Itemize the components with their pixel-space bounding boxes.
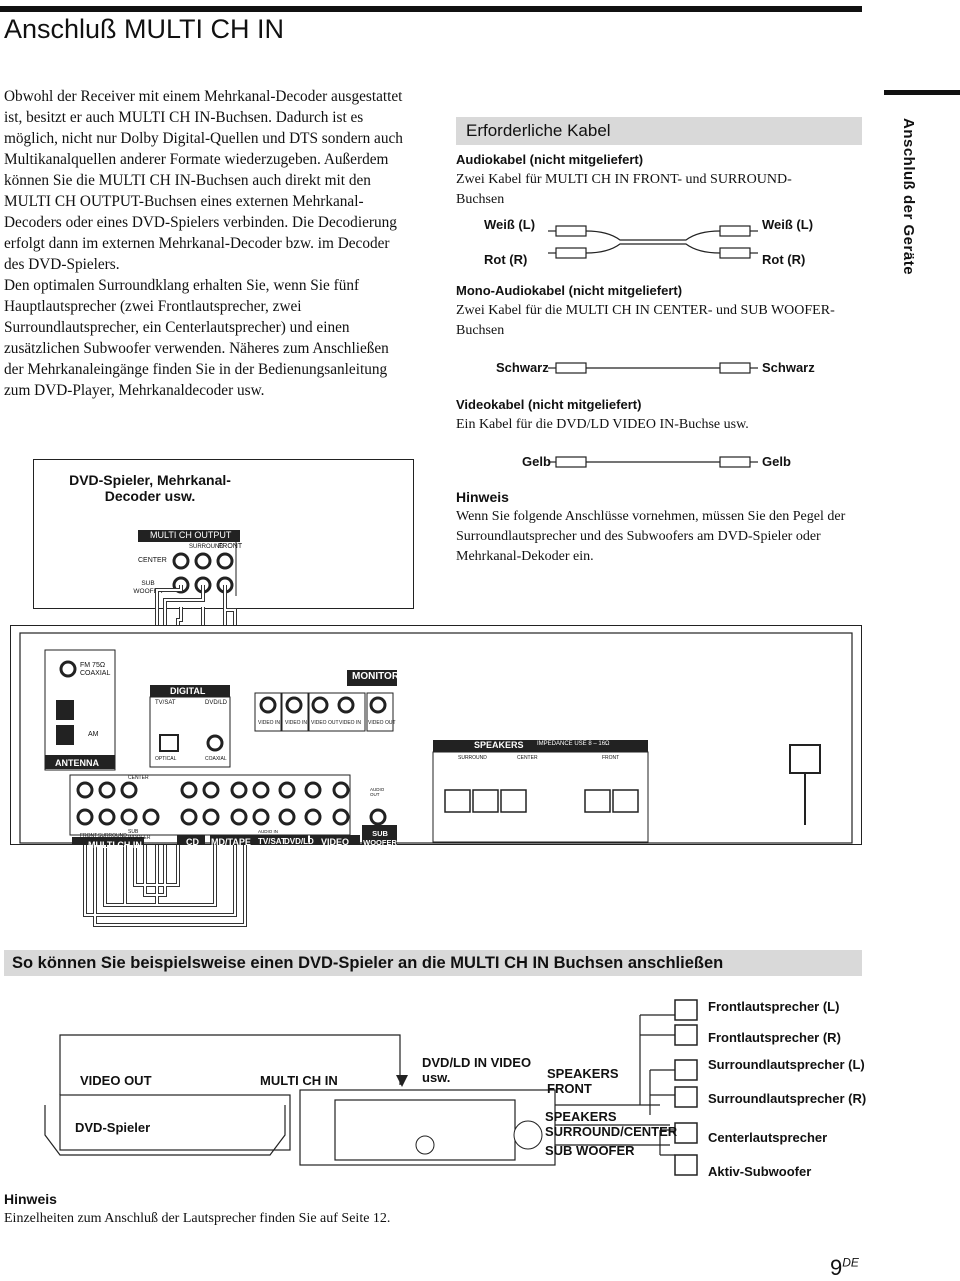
intro-paragraph-2: Den optimalen Surroundklang erhalten Sie… (4, 277, 389, 399)
mono-black-right-label: Schwarz (762, 360, 815, 375)
spk-surround-r: Surroundlautsprecher (R) (708, 1091, 867, 1106)
audio-red-left-label: Rot (R) (484, 252, 528, 267)
hinweis-2-text: Einzelheiten zum Anschluß der Lautsprech… (4, 1211, 391, 1226)
audio-cable-desc: Zwei Kabel für MULTI CH IN FRONT- und SU… (456, 172, 792, 207)
dvdld-label: DVD/LD (205, 700, 228, 706)
dvd-ld-label: DVD/LD (284, 837, 314, 846)
side-tab: Anschluß der Geräte (900, 118, 917, 276)
tv-sat-label: TV/SAT (258, 837, 286, 846)
dvd-front-label: FRONT (218, 543, 243, 550)
spk-front-label: FRONT (602, 755, 620, 761)
example-sub-woofer: SUB WOOFER (545, 1143, 635, 1158)
audio-out-label: AUDIO OUT (370, 787, 385, 797)
video-in-label-2: VIDEO IN (285, 720, 307, 726)
cd-label: CD (186, 837, 199, 847)
dvd-box-title: DVD-Spieler, Mehrkanal-Decoder usw. (69, 472, 231, 504)
optical-label: OPTICAL (155, 756, 177, 762)
audio-cable-heading: Audiokabel (nicht mitgeliefert) (456, 152, 644, 167)
mono-cable-heading: Mono-Audiokabel (nicht mitgeliefert) (456, 283, 683, 298)
example-multi-ch-in-label: MULTI CH IN (260, 1073, 338, 1088)
top-rule (0, 6, 862, 12)
cables-title: Erforderliche Kabel (456, 117, 862, 145)
hinweis-1-heading: Hinweis (456, 489, 509, 505)
hinweis-1-text: Wenn Sie folgende Anschlüsse vornehmen, … (456, 509, 846, 564)
fm-label: FM 75Ω COAXIAL (80, 662, 111, 677)
mono-cable-illustration (548, 362, 758, 374)
multi-ch-output-label: MULTI CH OUTPUT (150, 530, 232, 540)
video-label: VIDEO (321, 837, 350, 847)
video-out-label: VIDEO OUT (311, 720, 339, 726)
multi-ch-in-label: MULTI CH IN (88, 840, 142, 850)
example-dvd-player-label: DVD-Spieler (75, 1120, 151, 1135)
spk-front-r: Frontlautsprecher (R) (708, 1030, 841, 1045)
video-yellow-right-label: Gelb (762, 454, 791, 469)
dvd-sub-label: SUB WOOFER (133, 580, 163, 595)
example-speakers-surround: SPEAKERS SURROUND/CENTER (545, 1109, 678, 1139)
md-tape-label: MD/TAPE (211, 837, 251, 847)
page-number-value: 9 (830, 1255, 843, 1280)
audio-red-right-label: Rot (R) (762, 252, 806, 267)
video-in-label-3: VIDEO IN (339, 720, 361, 726)
stereo-cable-illustration (548, 225, 758, 259)
example-heading: So können Sie beispielsweise einen DVD-S… (4, 950, 862, 976)
intro-text: Obwohl der Receiver mit einem Mehrkanal-… (4, 86, 409, 401)
mch-surround-label: SURROUND (98, 833, 127, 839)
example-video-out-label: VIDEO OUT (80, 1073, 152, 1088)
audio-white-right-label: Weiß (L) (762, 217, 814, 232)
video-cable-illustration (548, 456, 758, 468)
video-yellow-left-label: Gelb (522, 454, 551, 469)
example-speakers-front: SPEAKERS FRONT (547, 1066, 619, 1096)
dvd-surround-label: SURROUND (189, 544, 224, 550)
spk-subwoofer: Aktiv-Subwoofer (708, 1164, 812, 1179)
tvsat-label: TV/SAT (155, 700, 176, 706)
coaxial-label: COAXIAL (205, 756, 227, 762)
video-cable-desc: Ein Kabel für die DVD/LD VIDEO IN-Buchse… (456, 417, 749, 432)
monitor-label: MONITOR (352, 671, 400, 682)
spk-center-label: CENTER (517, 755, 538, 761)
page-number: 9DE (830, 1255, 859, 1281)
digital-label: DIGITAL (170, 686, 206, 696)
spk-surround-label: SURROUND (458, 755, 487, 761)
example-dvd-in-label: DVD/LD IN VIDEO usw. (422, 1055, 532, 1085)
mono-cable-desc: Zwei Kabel für die MULTI CH IN CENTER- u… (456, 303, 835, 338)
spk-front-l: Frontlautsprecher (L) (708, 999, 840, 1014)
intro-paragraph-1: Obwohl der Receiver mit einem Mehrkanal-… (4, 88, 403, 273)
mono-black-left-label: Schwarz (496, 360, 549, 375)
video-in-label-1: VIDEO IN (258, 720, 280, 726)
am-label: AM (88, 731, 99, 738)
spk-surround-l: Surroundlautsprecher (L) (708, 1057, 865, 1072)
video-cable-heading: Videokabel (nicht mitgeliefert) (456, 397, 642, 412)
page-number-suffix: DE (842, 1255, 859, 1270)
mch-sub-label: SUB WOOFER (128, 829, 151, 841)
receiver-back-panel (10, 625, 862, 845)
mch-center-label: CENTER (128, 775, 149, 781)
video-out-label-2: VIDEO OUT (368, 720, 396, 726)
dvd-center-label: CENTER (138, 557, 167, 564)
impedance-label: IMPEDANCE USE 8 – 16Ω (537, 741, 610, 747)
mch-front-label: FRONT (80, 833, 98, 839)
page-title: Anschluß MULTI CH IN (4, 14, 285, 44)
hinweis-2-heading: Hinweis (4, 1191, 57, 1207)
spk-center: Centerlautsprecher (708, 1130, 828, 1145)
connection-example-diagram (44, 999, 698, 1176)
side-tab-bar (884, 90, 960, 95)
audio-in-label: AUDIO IN (258, 829, 279, 834)
sub-woofer-out-label: SUB WOOFER (363, 829, 397, 847)
antenna-label: ANTENNA (55, 758, 99, 768)
audio-white-left-label: Weiß (L) (484, 217, 536, 232)
speakers-label: SPEAKERS (474, 740, 524, 750)
